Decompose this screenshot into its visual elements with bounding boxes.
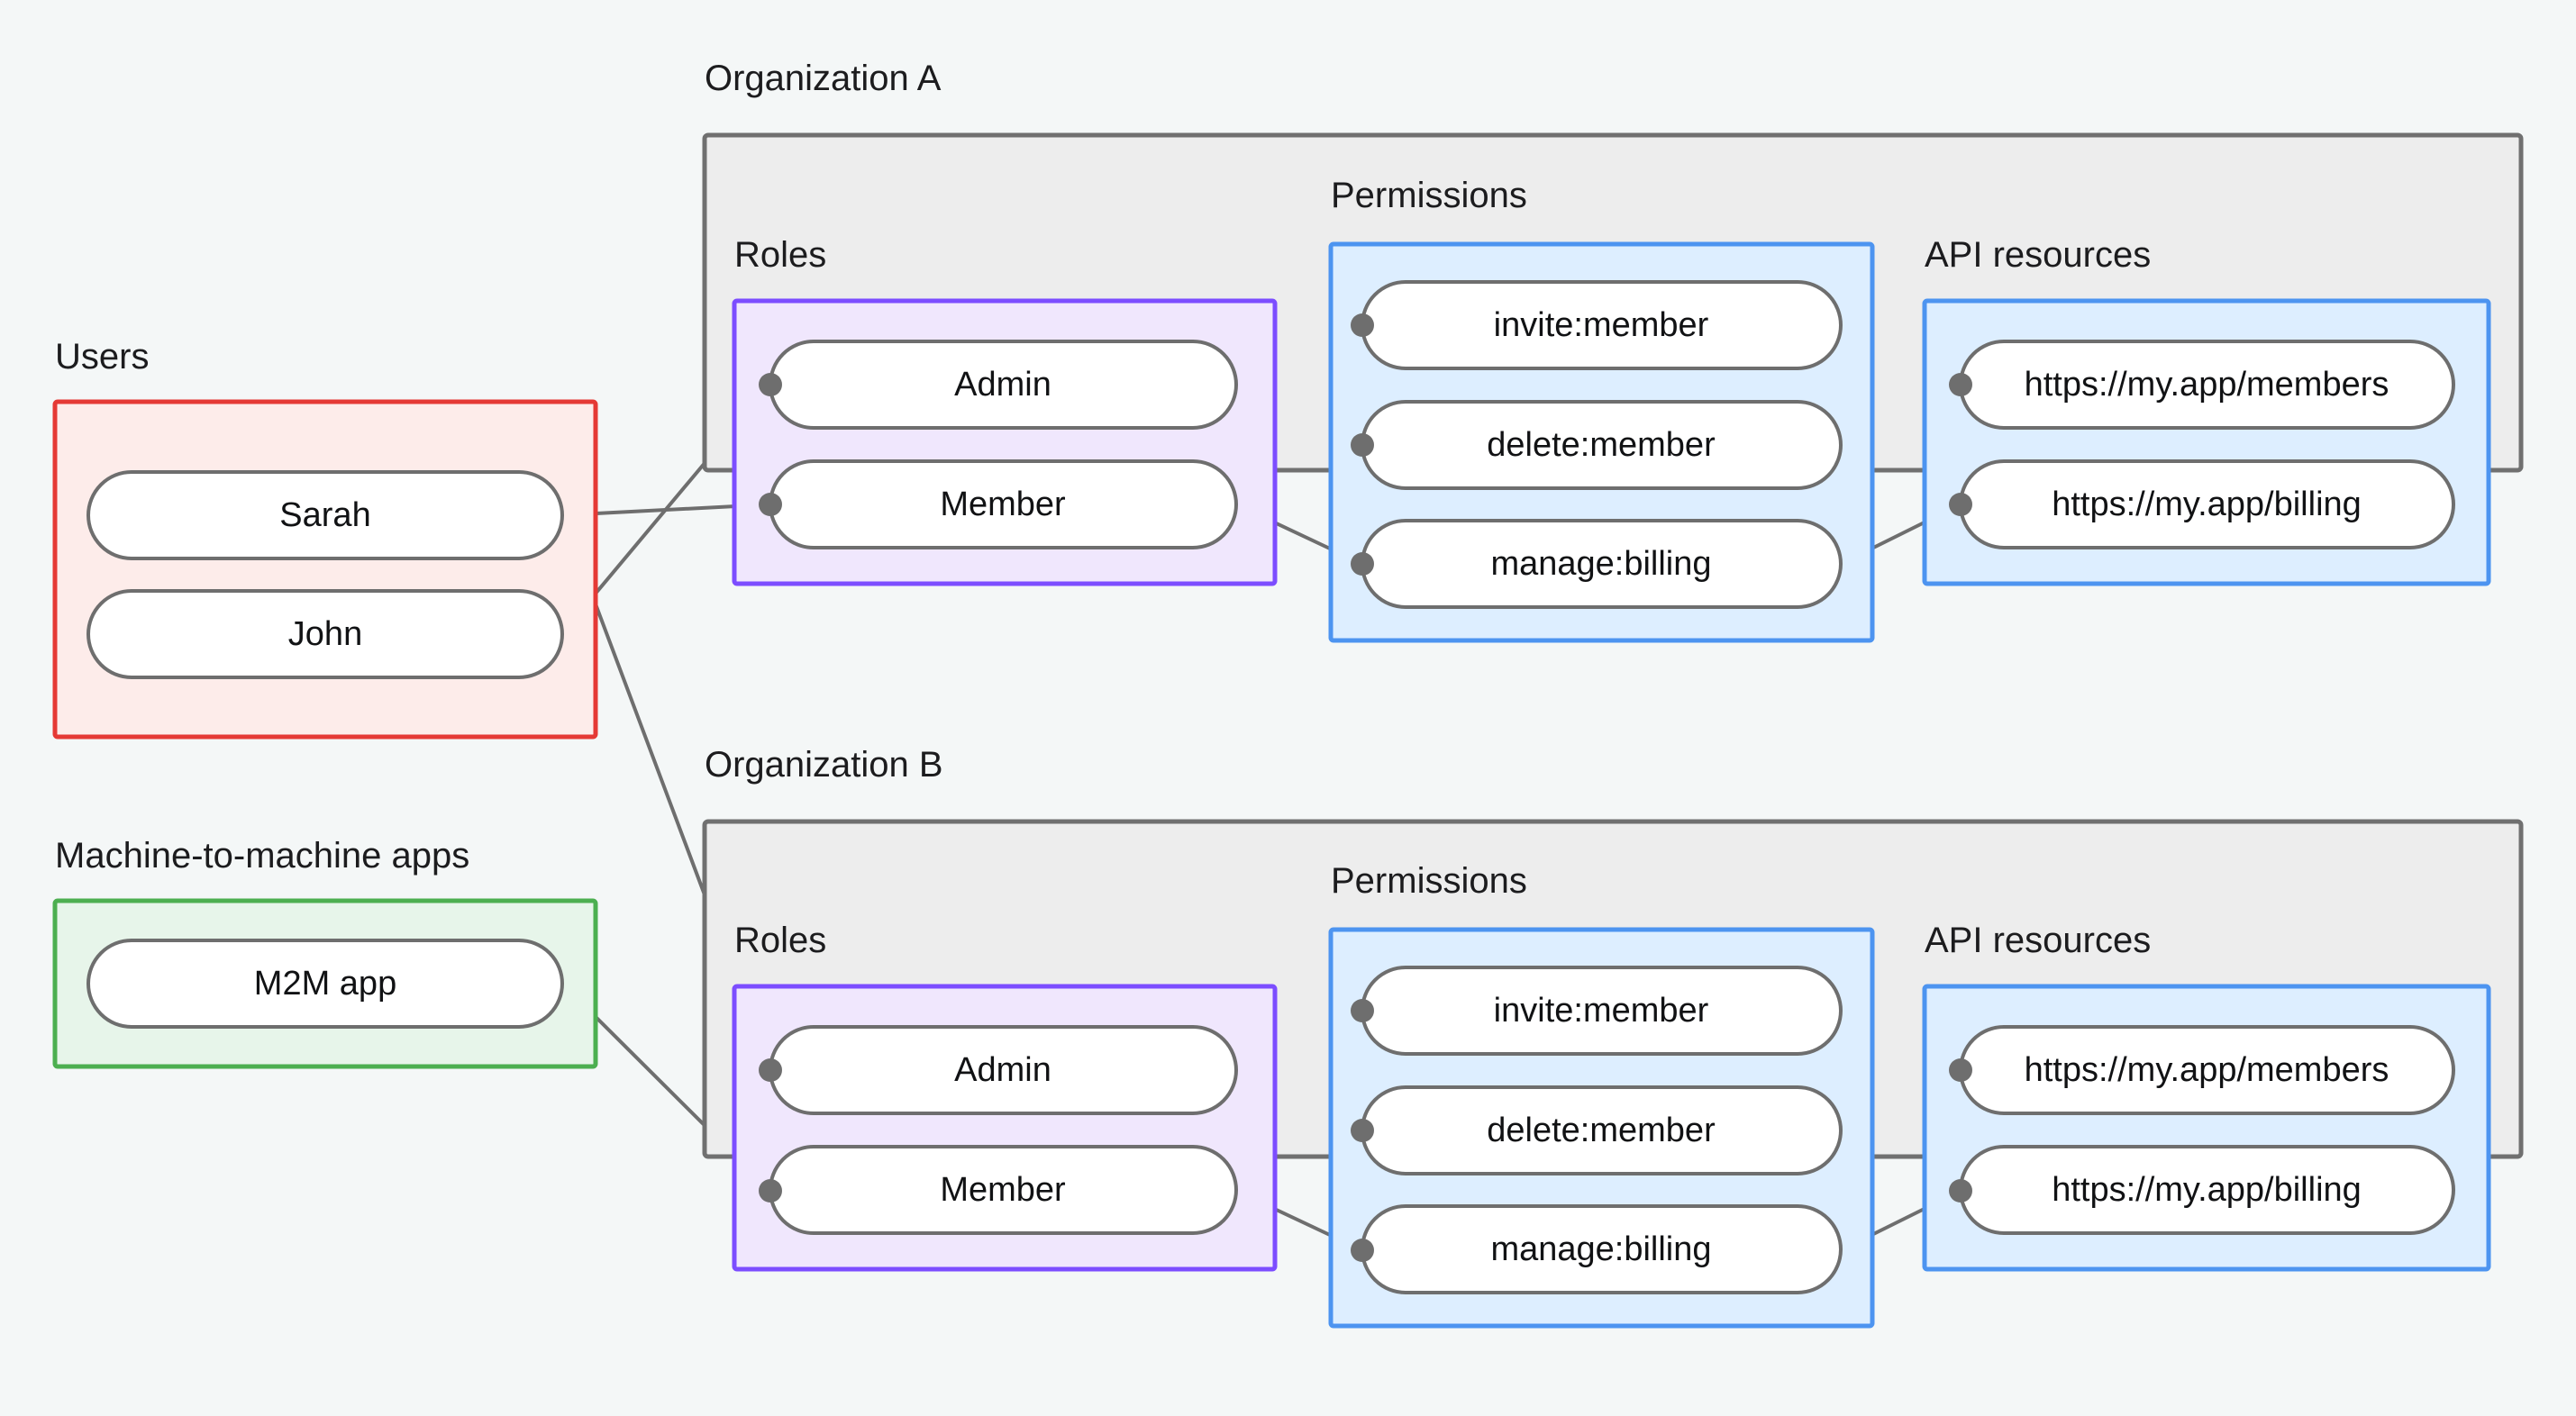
dot-orgB-invite-in <box>1351 999 1374 1022</box>
organization-a-api-resources-label: API resources <box>1925 235 2151 275</box>
organization-b-permission-invite-member[interactable]: invite:member <box>1361 966 1843 1056</box>
m2m-group-label: Machine-to-machine apps <box>55 836 469 876</box>
dot-orgB-admin-in <box>759 1058 782 1082</box>
user-john-label: John <box>288 615 362 653</box>
dot-orgB-members-in <box>1949 1058 1972 1082</box>
organization-a-permission-delete-member-label: delete:member <box>1487 426 1716 464</box>
organization-a-role-member-label: Member <box>940 486 1066 523</box>
organization-a-api-resource-members-label: https://my.app/members <box>2025 366 2389 404</box>
dot-orgB-billing-in <box>1949 1179 1972 1203</box>
organization-b-role-member[interactable]: Member <box>769 1145 1238 1235</box>
organization-b-permissions-label: Permissions <box>1331 861 1527 901</box>
user-sarah-label: Sarah <box>279 496 370 534</box>
dot-orgA-billing-in <box>1949 493 1972 516</box>
dot-orgA-manage-in <box>1351 552 1374 576</box>
organization-b-api-resource-billing[interactable]: https://my.app/billing <box>1959 1145 2455 1235</box>
organization-a-roles-label: Roles <box>734 235 826 275</box>
organization-a-api-resource-billing-label: https://my.app/billing <box>2052 486 2362 523</box>
user-sarah[interactable]: Sarah <box>86 470 564 560</box>
organization-b-permission-invite-member-label: invite:member <box>1494 992 1709 1030</box>
dot-orgB-delete-in <box>1351 1119 1374 1142</box>
organization-b-api-resource-billing-label: https://my.app/billing <box>2052 1171 2362 1209</box>
organization-a-permission-manage-billing[interactable]: manage:billing <box>1361 519 1843 609</box>
user-john[interactable]: John <box>86 589 564 679</box>
organization-a-permissions-label: Permissions <box>1331 176 1527 215</box>
organization-b-roles-label: Roles <box>734 921 826 960</box>
organization-b-api-resource-members-label: https://my.app/members <box>2025 1051 2389 1089</box>
organization-a-title: Organization A <box>705 59 942 98</box>
organization-a-api-resource-members[interactable]: https://my.app/members <box>1959 340 2455 430</box>
users-group-label: Users <box>55 337 149 377</box>
organization-a-permission-invite-member-label: invite:member <box>1494 306 1709 344</box>
organization-b-permission-manage-billing[interactable]: manage:billing <box>1361 1204 1843 1294</box>
organization-b-permission-manage-billing-label: manage:billing <box>1490 1230 1711 1268</box>
organization-a-api-resource-billing[interactable]: https://my.app/billing <box>1959 459 2455 549</box>
organization-b-permission-delete-member-label: delete:member <box>1487 1112 1716 1149</box>
connector-dot-layer <box>759 313 1972 1262</box>
organization-a-role-admin[interactable]: Admin <box>769 340 1238 430</box>
dot-orgA-member-in <box>759 493 782 516</box>
organization-b-role-admin[interactable]: Admin <box>769 1025 1238 1115</box>
dot-orgA-admin-in <box>759 373 782 396</box>
dot-orgA-members-in <box>1949 373 1972 396</box>
organization-b-permission-delete-member[interactable]: delete:member <box>1361 1085 1843 1175</box>
organization-b-role-admin-label: Admin <box>954 1051 1051 1089</box>
organization-b-role-member-label: Member <box>940 1171 1066 1209</box>
organization-a-role-member[interactable]: Member <box>769 459 1238 549</box>
organization-a-permission-delete-member[interactable]: delete:member <box>1361 400 1843 490</box>
organization-a-permission-invite-member[interactable]: invite:member <box>1361 280 1843 370</box>
organization-a-role-admin-label: Admin <box>954 366 1051 404</box>
dot-orgA-delete-in <box>1351 433 1374 457</box>
m2m-app[interactable]: M2M app <box>86 939 564 1029</box>
organization-b-title: Organization B <box>705 745 943 785</box>
dot-orgB-manage-in <box>1351 1239 1374 1262</box>
users-group-box <box>52 399 598 740</box>
organization-b-api-resource-members[interactable]: https://my.app/members <box>1959 1025 2455 1115</box>
dot-orgA-invite-in <box>1351 313 1374 337</box>
dot-orgB-member-in <box>759 1179 782 1203</box>
m2m-app-label: M2M app <box>254 965 396 1003</box>
organization-b-api-resources-label: API resources <box>1925 921 2151 960</box>
organization-a-permission-manage-billing-label: manage:billing <box>1490 545 1711 583</box>
